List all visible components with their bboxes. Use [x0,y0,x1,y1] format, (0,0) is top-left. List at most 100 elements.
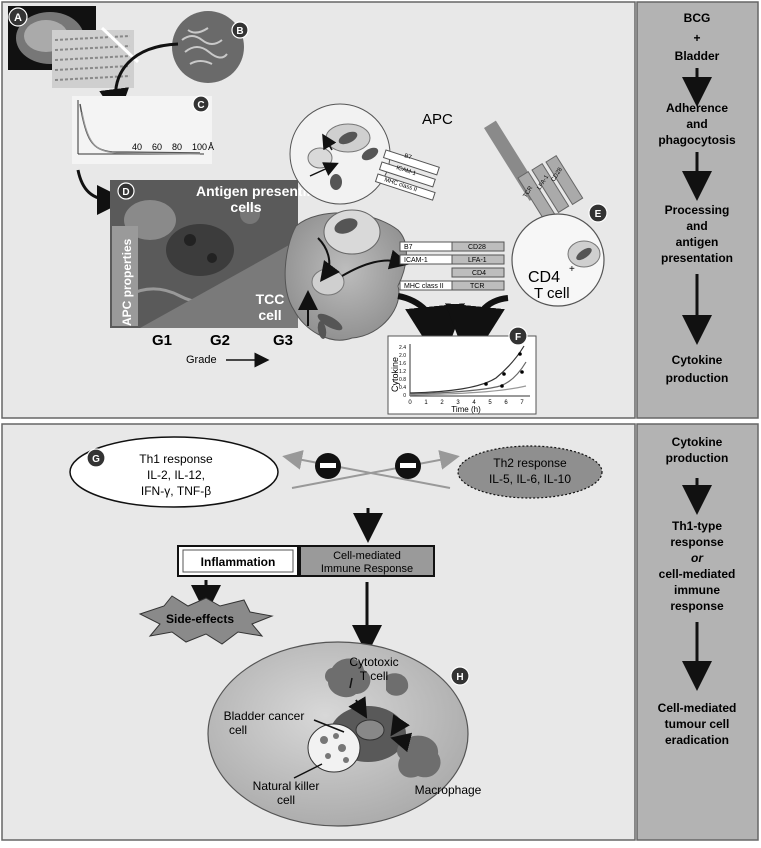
cytotoxic-label-2: T cell [360,669,388,683]
macrophage-label: Macrophage [415,783,482,797]
flow-cell-mediated-2: Cell-mediated [658,701,737,715]
bladder-cancer-label-2: cell [229,723,247,737]
natural-killer-cell-shape [307,723,361,773]
inflammation-label: Inflammation [201,555,276,569]
apc-properties-label: APC properties [120,238,134,326]
xtick-5: 5 [488,400,492,406]
tcc-label-2: cell [258,307,281,323]
antigen-presenting-label-1: Antigen presenting [196,183,324,199]
th1-title: Th1 response [139,452,213,466]
apc-zoom-circle [289,103,391,205]
xtick-1: 1 [424,400,428,406]
ytick-3: 1.2 [399,369,406,375]
th1-response-ellipse [69,436,279,508]
flow-eradication: eradication [665,733,729,747]
natural-killer-label-1: Natural killer [253,779,320,793]
natural-killer-label-2: cell [277,793,295,807]
flow-th1-type: Th1-type [672,519,722,533]
zoom-b7-label: B7 [403,153,412,161]
panel-d-letter: D [122,187,129,198]
cell-mediated-box [299,545,435,577]
panel-f-letter: F [515,332,521,343]
ytick-6: 2.4 [399,345,406,351]
cell-mediated-label-2: Immune Response [321,563,413,575]
mhc2-label: MHC class II [404,283,444,290]
arrow-c-to-d [76,169,127,215]
cytokine-y-label: Cytokine [390,357,400,392]
xtick-0: 0 [408,400,412,406]
panel-c-letter: C [197,100,204,111]
cd4-tcell-label-1: CD4 [528,269,560,286]
panel-f-plot: Cytokine 0 0.4 0.8 1.2 1.6 2.0 2.4 0 1 2… [387,326,537,415]
flow-response-2: response [670,599,724,613]
grade-g2: G2 [210,332,230,349]
flow-and-1: and [686,117,707,131]
grade-axis-label: Grade [186,354,217,366]
inflammation-box [177,545,299,577]
th2-line-2: IL-5, IL-6, IL-10 [489,472,571,486]
flow-immune: immune [674,583,720,597]
tcc-label-1: TCC [256,291,285,307]
tcr-label: TCR [470,283,484,290]
bottom-flow: Cytokine production Th1-type response or… [658,435,737,747]
cytokine-x-label: Time (h) [451,405,481,414]
zoom-tcr-label: TCR [523,185,535,199]
cytotoxic-label-1: Cytotoxic [349,655,398,669]
flow-presentation: presentation [661,251,733,265]
side-effects-label: Side-effects [166,612,234,626]
th2-response-ellipse [457,445,603,499]
cytotoxic-tcell-shape [325,658,371,698]
panel-h-tumour-scene: H [207,641,470,827]
apc-nucleus-vesicle [323,209,381,255]
b7-label: B7 [404,244,413,251]
spectrum-tick-80: 80 [172,142,182,152]
top-flow: BCG + Bladder Adherence and phagocytosis… [658,11,736,385]
apc-inner-arrow-1 [317,237,340,283]
flow-bcg: BCG [684,11,711,25]
icam1-label: ICAM-1 [404,257,428,264]
spectrum-tick-40: 40 [132,142,142,152]
ytick-5: 2.0 [399,353,406,359]
spectrum-tick-100: 100 [192,142,207,152]
panel-d-micrograph: D Antigen presenting cells APC propertie… [110,180,324,328]
th1-line-3: IFN-γ, TNF-β [141,484,211,498]
apc-label: APC [422,111,453,128]
spectrum-tick-angstrom: Å [208,142,214,152]
flow-production-1: production [666,371,729,385]
cd4-label: CD4 [472,270,486,277]
apc-phagosome [334,218,358,234]
bcg-bacterium-bottom [317,313,343,339]
inhibition-minus-left [315,453,341,479]
flow-cell-mediated: cell-mediated [659,567,736,581]
panel-b-letter: B [236,26,243,37]
flow-cytokine-1: Cytokine [672,353,723,367]
xtick-4: 4 [472,400,476,406]
panel-a-letter: A [14,12,22,24]
arrow-tcell-to-cytokine [445,295,509,366]
apc-endosome [311,268,345,296]
flow-cytokine-2: Cytokine [672,435,723,449]
xtick-3: 3 [456,400,460,406]
xtick-7: 7 [520,400,524,406]
arrow-apc-to-cytokine [397,293,465,366]
panel-g-badge [86,448,106,468]
ytick-0: 0 [403,393,406,399]
flow-response: response [670,535,724,549]
panel-c-plot: 40 60 80 100 Å C [72,95,214,164]
th2-title: Th2 response [493,456,567,470]
cd4-tcell-label-2: T cell [534,285,570,302]
bladder-tissue-strip [52,26,140,88]
grade-g3: G3 [273,332,293,349]
arrow-b-to-c [99,42,179,119]
ytick-2: 0.8 [399,377,406,383]
side-effects-burst [138,595,274,645]
grade-g1: G1 [152,332,172,349]
flow-or: or [691,551,704,565]
cd4-tcell-superscript: + [569,264,575,275]
flow-processing: Processing [665,203,730,217]
flow-plus: + [693,31,700,45]
inhibition-minus-right [395,453,421,479]
xtick-6: 6 [504,400,508,406]
tcell-zoom-molecules: TCR LFA-1 CD28 [484,120,584,222]
